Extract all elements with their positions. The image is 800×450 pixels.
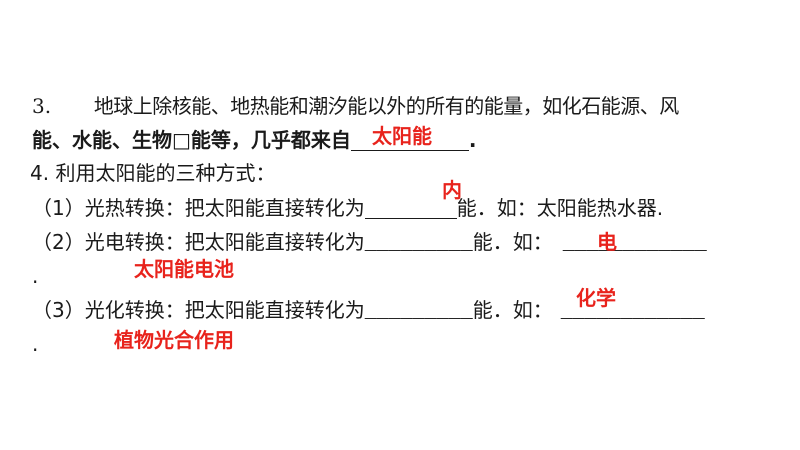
q4-item3-lead: （3）光化转换：把太阳能直接转化为	[32, 298, 365, 322]
q4-item2-lead: （2）光电转换：把太阳能直接转化为	[32, 230, 365, 254]
q4-item3-blank: _________	[364, 301, 473, 324]
q4-item3-answer-type: 化学	[576, 286, 616, 310]
q4-item1-answer: 内	[442, 178, 462, 202]
q3-answer: 太阳能	[372, 124, 432, 148]
q4-item3-after: 能．如：	[472, 298, 553, 322]
q4-item1: （1）光热转换：把太阳能直接转化为 能．如：太阳能热水器.	[32, 195, 663, 221]
q3-line1-text: 地球上除核能、地热能和潮汐能以外的所有的能量，如化石能源、风	[93, 94, 680, 118]
q4-item1-blank	[364, 198, 457, 219]
q4-item1-after: 能．如：太阳能热水器.	[456, 196, 664, 220]
q4-title: 4. 利用太阳能的三种方式：	[30, 161, 276, 185]
q3-line2-end: .	[468, 128, 477, 152]
q4-item2-answer-example: 太阳能电池	[134, 257, 234, 281]
q4-item3-answer-example: 植物光合作用	[114, 328, 234, 352]
q3-number: 3.	[32, 94, 52, 118]
q4-item2-blank: _________	[364, 233, 473, 256]
q4-item2-trail: ____________	[562, 233, 707, 256]
q3-line1: 3. 地球上除核能、地热能和潮汐能以外的所有的能量，如化石能源、风	[32, 93, 679, 119]
q4-item3-trail: ____________	[560, 301, 705, 324]
q4-item2: （2）光电转换：把太阳能直接转化为_________能．如： __________…	[32, 229, 707, 258]
q3-line2-mid: 能等，几乎都来自	[190, 128, 351, 152]
q4-item3-dot: .	[32, 332, 39, 356]
q4-item3: （3）光化转换：把太阳能直接转化为_________能．如： __________…	[32, 297, 705, 326]
q3-line2-box: □	[172, 128, 191, 152]
q3-answer-blank	[350, 130, 469, 151]
q3-line2-lead: 能、水能、生物	[32, 128, 172, 152]
q4-item1-lead: （1）光热转换：把太阳能直接转化为	[32, 196, 365, 220]
q4-item2-answer-type: 电	[597, 230, 617, 254]
q4-item2-after: 能．如：	[472, 230, 553, 254]
q4-item2-dot: .	[32, 264, 39, 288]
q3-line2: 能、水能、生物□能等，几乎都来自.	[32, 127, 477, 153]
